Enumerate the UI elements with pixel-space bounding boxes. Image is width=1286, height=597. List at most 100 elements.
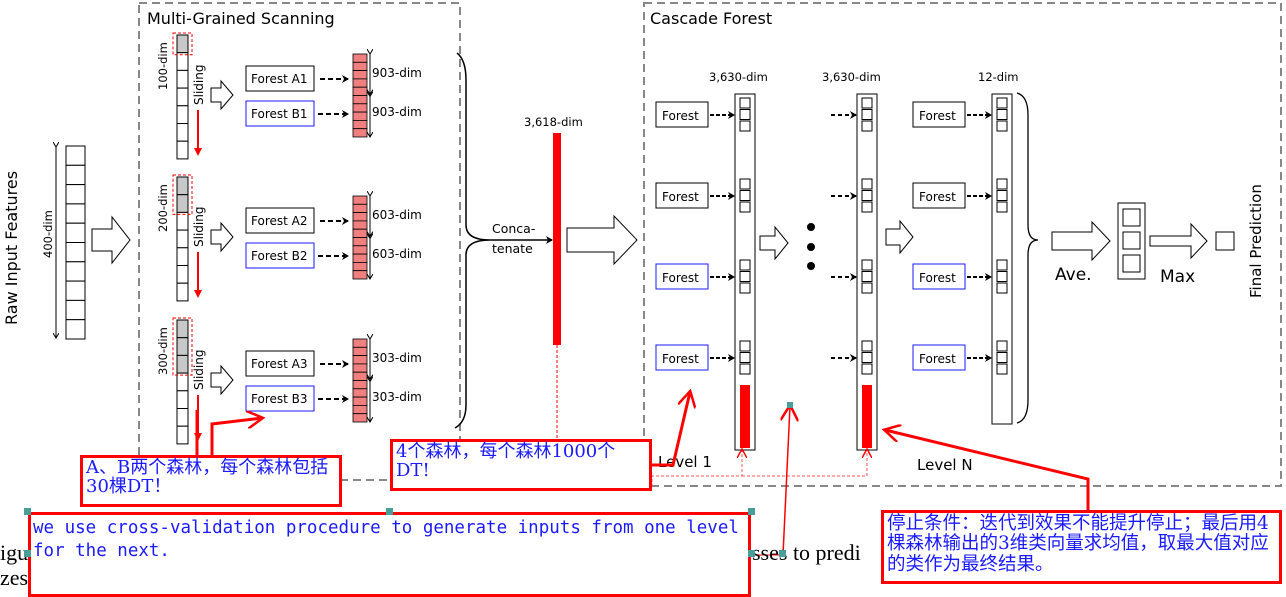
forest-label: Forest <box>662 190 699 204</box>
class-cell <box>739 352 751 363</box>
forest-a-box <box>245 65 315 92</box>
class-cell <box>739 190 751 201</box>
note-stop-condition[interactable]: 停止条件：迭代到效果不能提升停止；最后用4棵森林输出的3维类向量求均值，取最大值… <box>881 510 1282 584</box>
output-cell <box>352 338 368 348</box>
feedback-dotted-line <box>651 450 742 487</box>
block-arrow-icon <box>91 215 131 265</box>
concat-label-1: Conca- <box>492 221 535 236</box>
window-cell <box>176 229 189 249</box>
class-cell <box>996 109 1008 120</box>
forest-a-label: Forest A1 <box>251 72 307 86</box>
sliding-arrow-head <box>194 148 202 156</box>
forest-b-label: Forest B1 <box>251 107 308 121</box>
sliding-label: Sliding <box>192 207 206 247</box>
mgs-border <box>138 2 461 481</box>
window-cell <box>176 140 189 160</box>
class-cell <box>861 120 873 132</box>
output-cell <box>352 70 368 80</box>
output-cell <box>352 228 368 238</box>
forest-b-label: Forest B3 <box>251 392 308 406</box>
window-cell <box>176 34 189 54</box>
forest-box <box>655 263 709 290</box>
window-cell <box>176 319 189 339</box>
class-cell <box>861 340 873 352</box>
window-cell <box>176 282 189 302</box>
window-dim-label: 100-dim <box>156 42 170 90</box>
cascade-border <box>643 2 1282 487</box>
output-cell <box>352 120 368 130</box>
input-cell <box>65 299 86 321</box>
class-cell <box>996 271 1008 282</box>
output-cell <box>352 53 368 63</box>
output-cell <box>352 95 368 105</box>
note-four-forests[interactable]: 4个森林，每个森林1000个DT! <box>390 439 652 491</box>
input-cell <box>65 184 86 205</box>
block-arrow-icon <box>210 79 234 111</box>
annotation-arrow <box>783 406 790 556</box>
caption-fragment: zes <box>0 565 29 590</box>
selection-handle[interactable] <box>24 550 31 557</box>
forest-box <box>912 101 966 128</box>
note-ab-forests[interactable]: A、B两个森林，每个森林包括30棵DT！ <box>80 455 342 507</box>
output-cell <box>352 203 368 214</box>
class-cell <box>1122 254 1141 273</box>
output-cell <box>352 413 368 423</box>
block-arrow-icon <box>210 364 234 396</box>
output-cell <box>352 195 368 205</box>
window-cell <box>176 176 189 196</box>
selection-handle[interactable] <box>24 508 31 515</box>
class-cell <box>739 178 751 190</box>
output-cell <box>352 61 368 71</box>
window-cell <box>176 390 189 409</box>
class-cell <box>861 109 873 120</box>
class-cell <box>996 178 1008 190</box>
window-cell <box>176 69 189 89</box>
final-prediction-label: Final Prediction <box>1247 184 1265 298</box>
final-dim-label: 12-dim <box>978 70 1018 84</box>
level1-dim-label: 3,630-dim <box>709 70 768 84</box>
class-cell <box>739 340 751 352</box>
output-cell <box>352 111 368 121</box>
window-cell <box>176 247 189 267</box>
final-prediction-cell <box>1215 231 1235 251</box>
class-cell <box>861 178 873 190</box>
forest-box <box>912 263 966 290</box>
cascade-levels: ForestForestForestForestForestForestFore… <box>655 93 1013 451</box>
forest-label: Forest <box>662 109 699 123</box>
class-cell <box>739 271 751 282</box>
max-label: Max <box>1160 267 1195 287</box>
forest-box <box>912 344 966 371</box>
augmented-features <box>740 385 750 448</box>
output-cell <box>352 128 368 138</box>
sliding-label: Sliding <box>192 350 206 390</box>
window-cell <box>176 425 189 445</box>
note-cross-validation[interactable]: we use cross-validation procedure to gen… <box>28 512 751 597</box>
cascade-title: Cascade Forest <box>650 9 772 28</box>
concat-vector <box>553 133 561 345</box>
class-cell <box>996 282 1008 294</box>
ellipsis-dot <box>807 243 815 251</box>
selection-handle[interactable] <box>748 550 755 557</box>
class-cell <box>861 282 873 294</box>
ellipsis-dot <box>807 262 815 270</box>
selection-handle[interactable] <box>779 550 786 557</box>
selection-handle[interactable] <box>748 508 755 515</box>
output-cell <box>352 388 368 398</box>
window-cell <box>176 105 189 125</box>
forest-b-box <box>245 100 315 127</box>
input-cell <box>65 280 86 301</box>
final-brace <box>1016 92 1039 424</box>
selection-handle[interactable] <box>386 508 393 515</box>
block-arrow-icon <box>885 219 914 255</box>
forest-label: Forest <box>919 109 956 123</box>
raw-input-vector <box>65 145 86 340</box>
output-cell <box>352 212 368 222</box>
selection-handle[interactable] <box>787 402 793 408</box>
cascade-level-n <box>831 93 878 451</box>
sliding-window-marker <box>172 317 193 376</box>
forest-b-box <box>245 242 315 269</box>
input-cell <box>65 222 86 243</box>
